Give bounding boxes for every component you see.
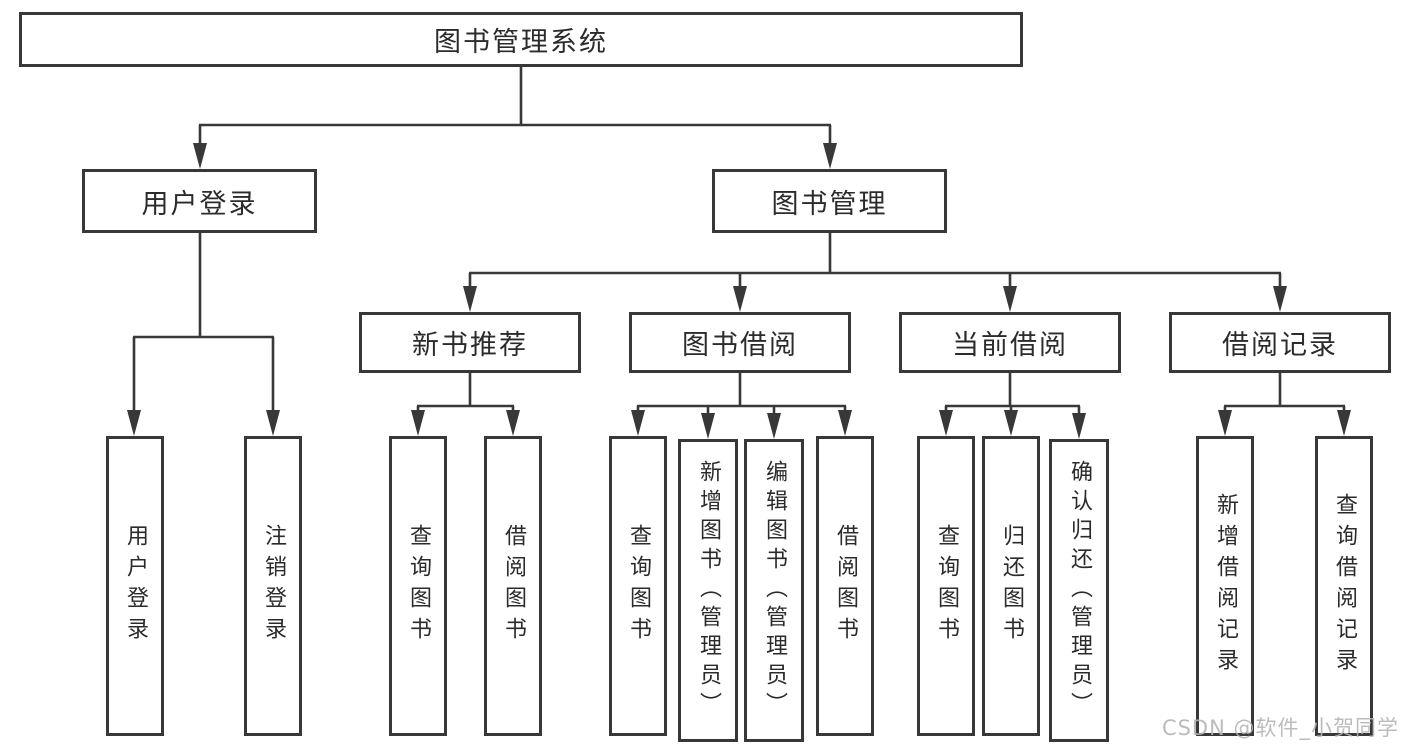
connector-current-borrowing-children <box>939 372 1086 439</box>
leaf-query-books-current: 查询图书 <box>917 436 975 736</box>
leaf-query-books-borrowing: 查询图书 <box>609 436 667 736</box>
connector-root-to-level2 <box>193 66 837 169</box>
leaf-add-borrowing-record: 新增借阅记录 <box>1196 436 1254 736</box>
connector-user-login-children <box>127 232 280 436</box>
leaf-user-login: 用户登录 <box>106 436 164 736</box>
node-book-borrowing: 图书借阅 <box>629 312 851 373</box>
node-user-login: 用户登录 <box>82 169 317 233</box>
node-current-borrowing: 当前借阅 <box>899 312 1121 373</box>
leaf-query-books-recommendation: 查询图书 <box>389 436 447 736</box>
leaf-query-borrowing-record: 查询借阅记录 <box>1315 436 1373 736</box>
csdn-watermark: CSDN @软件_小贺同学 <box>1161 716 1399 740</box>
connector-borrowing-records-children <box>1218 372 1351 436</box>
connector-new-book-recommendation-children <box>411 372 520 436</box>
leaf-confirm-return-admin: 确认归还（管理员） <box>1049 439 1109 742</box>
node-book-management: 图书管理 <box>712 169 947 233</box>
leaf-edit-book-admin: 编辑图书（管理员） <box>744 439 804 742</box>
connector-book-management-children <box>463 232 1287 312</box>
leaf-add-book-admin: 新增图书（管理员） <box>678 439 738 742</box>
leaf-logout: 注销登录 <box>244 436 302 736</box>
node-borrowing-records: 借阅记录 <box>1169 312 1391 373</box>
leaf-borrow-books-recommendation: 借阅图书 <box>484 436 542 736</box>
node-library-management-system: 图书管理系统 <box>19 12 1023 67</box>
leaf-return-books: 归还图书 <box>982 436 1040 736</box>
connector-book-borrowing-children <box>631 372 852 439</box>
node-new-book-recommendation: 新书推荐 <box>359 312 581 373</box>
leaf-borrow-books-borrowing: 借阅图书 <box>816 436 874 736</box>
